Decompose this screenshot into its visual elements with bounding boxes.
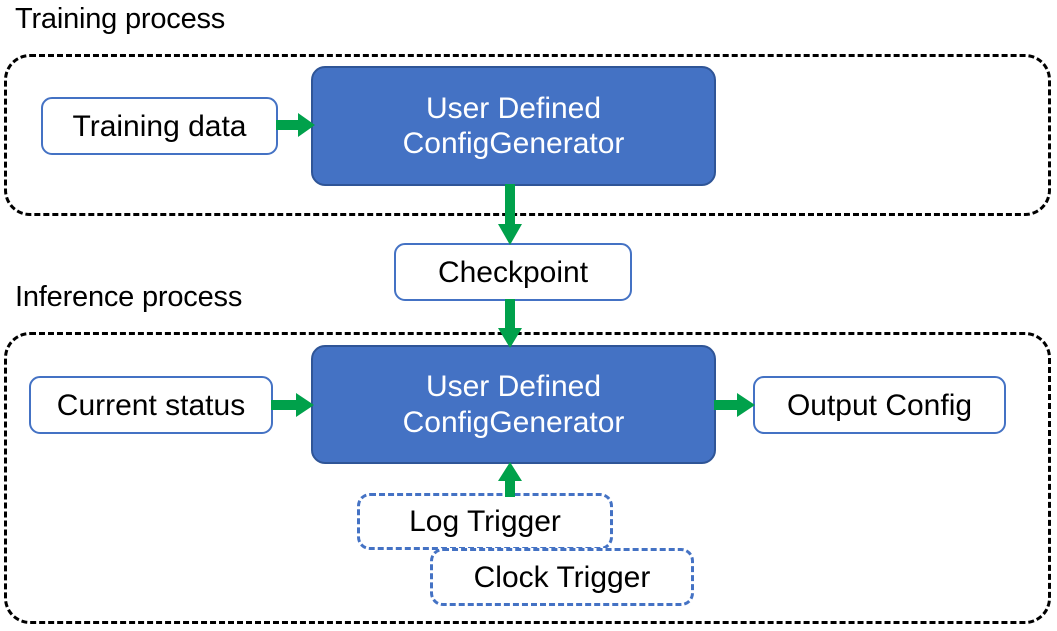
clock-trigger-node[interactable]: Clock Trigger — [430, 548, 694, 606]
output-config-label: Output Config — [786, 388, 973, 422]
arrow-down-checkpoint-to-inference-icon — [495, 299, 525, 349]
checkpoint-node[interactable]: Checkpoint — [394, 243, 632, 301]
training-process-group — [4, 54, 1051, 216]
arrow-up-triggers-to-inference-icon — [495, 462, 525, 498]
arrow-right-training-data-to-process-icon — [276, 110, 316, 140]
training-config-generator-label-line2: ConfigGenerator — [402, 127, 625, 160]
log-trigger-node[interactable]: Log Trigger — [357, 493, 613, 550]
current-status-node[interactable]: Current status — [29, 376, 273, 434]
log-trigger-label: Log Trigger — [409, 505, 561, 538]
training-data-node[interactable]: Training data — [41, 97, 278, 155]
training-config-generator-label-line1: User Defined — [425, 91, 602, 125]
inference-process-title: Inference process — [15, 281, 243, 313]
inference-config-generator-node[interactable]: User Defined ConfigGenerator — [311, 345, 716, 464]
inference-process-group — [4, 332, 1051, 624]
training-process-title: Training process — [15, 3, 226, 35]
arrow-down-process-to-checkpoint-icon — [495, 184, 525, 246]
training-data-label: Training data — [72, 109, 247, 143]
current-status-label: Current status — [56, 388, 246, 422]
checkpoint-label: Checkpoint — [437, 255, 589, 289]
inference-config-generator-label-line2: ConfigGenerator — [402, 405, 625, 439]
clock-trigger-label: Clock Trigger — [473, 560, 651, 594]
arrow-right-current-status-to-inference-icon — [271, 390, 315, 420]
inference-config-generator-label-line1: User Defined — [425, 370, 602, 404]
training-config-generator-node[interactable]: User Defined ConfigGenerator — [311, 66, 716, 186]
arrow-right-inference-to-output-icon — [714, 390, 756, 420]
output-config-node[interactable]: Output Config — [753, 376, 1006, 434]
